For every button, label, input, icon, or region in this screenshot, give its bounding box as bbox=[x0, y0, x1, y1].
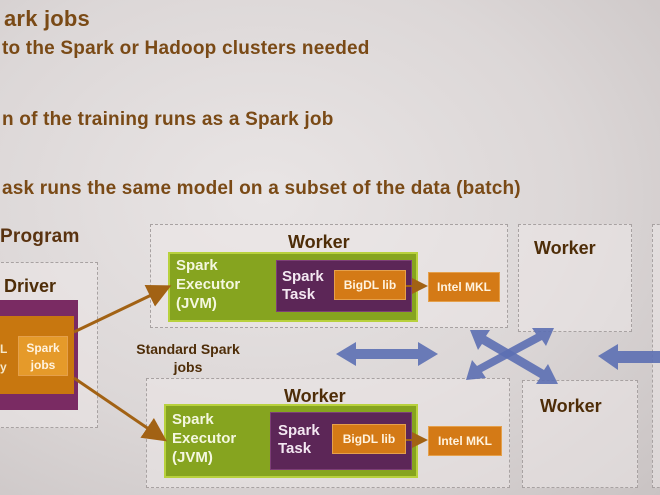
worker-bottom-bigdl: BigDL lib bbox=[332, 424, 406, 454]
worker-right-bottom-label: Worker bbox=[540, 396, 602, 416]
worker-top-mkl: Intel MKL bbox=[428, 272, 500, 302]
worker-right-top-label: Worker bbox=[534, 238, 596, 258]
worker-top-executor-label: Spark Executor (JVM) bbox=[176, 257, 241, 312]
arrow-driver-to-bottom-worker bbox=[73, 376, 167, 442]
worker-bottom-mkl: Intel MKL bbox=[428, 426, 502, 456]
standard-spark-jobs-label: Standard Spark jobs bbox=[136, 341, 240, 375]
spark-jobs-box: Spark jobs bbox=[18, 336, 68, 376]
worker-top-label: Worker bbox=[288, 232, 350, 252]
worker-right-bottom-container bbox=[522, 380, 638, 488]
bullet-line-1: to the Spark or Hadoop clusters needed bbox=[2, 38, 370, 59]
arrow-driver-to-top-worker bbox=[73, 284, 172, 334]
blue-arrow-horizontal bbox=[336, 342, 438, 366]
bullet-line-2: n of the training runs as a Spark job bbox=[2, 109, 334, 130]
worker-right-top-container bbox=[518, 224, 632, 332]
driver-label: Driver bbox=[4, 276, 57, 296]
worker-bottom-task-label: Spark Task bbox=[278, 422, 320, 457]
bullet-line-3: ask runs the same model on a subset of t… bbox=[2, 178, 521, 199]
blue-arrow-diagonal-2 bbox=[470, 330, 558, 384]
worker-top-bigdl: BigDL lib bbox=[334, 270, 406, 300]
worker-bottom-executor-label: Spark Executor (JVM) bbox=[172, 411, 237, 466]
heading-fragment: ark jobs bbox=[4, 6, 90, 31]
driver-left-fragment: L y bbox=[0, 342, 8, 374]
worker-bottom-label: Worker bbox=[284, 386, 346, 406]
blue-arrow-right-partial bbox=[598, 344, 660, 370]
program-label: Program bbox=[0, 226, 80, 247]
worker-top-task-label: Spark Task bbox=[282, 268, 324, 303]
